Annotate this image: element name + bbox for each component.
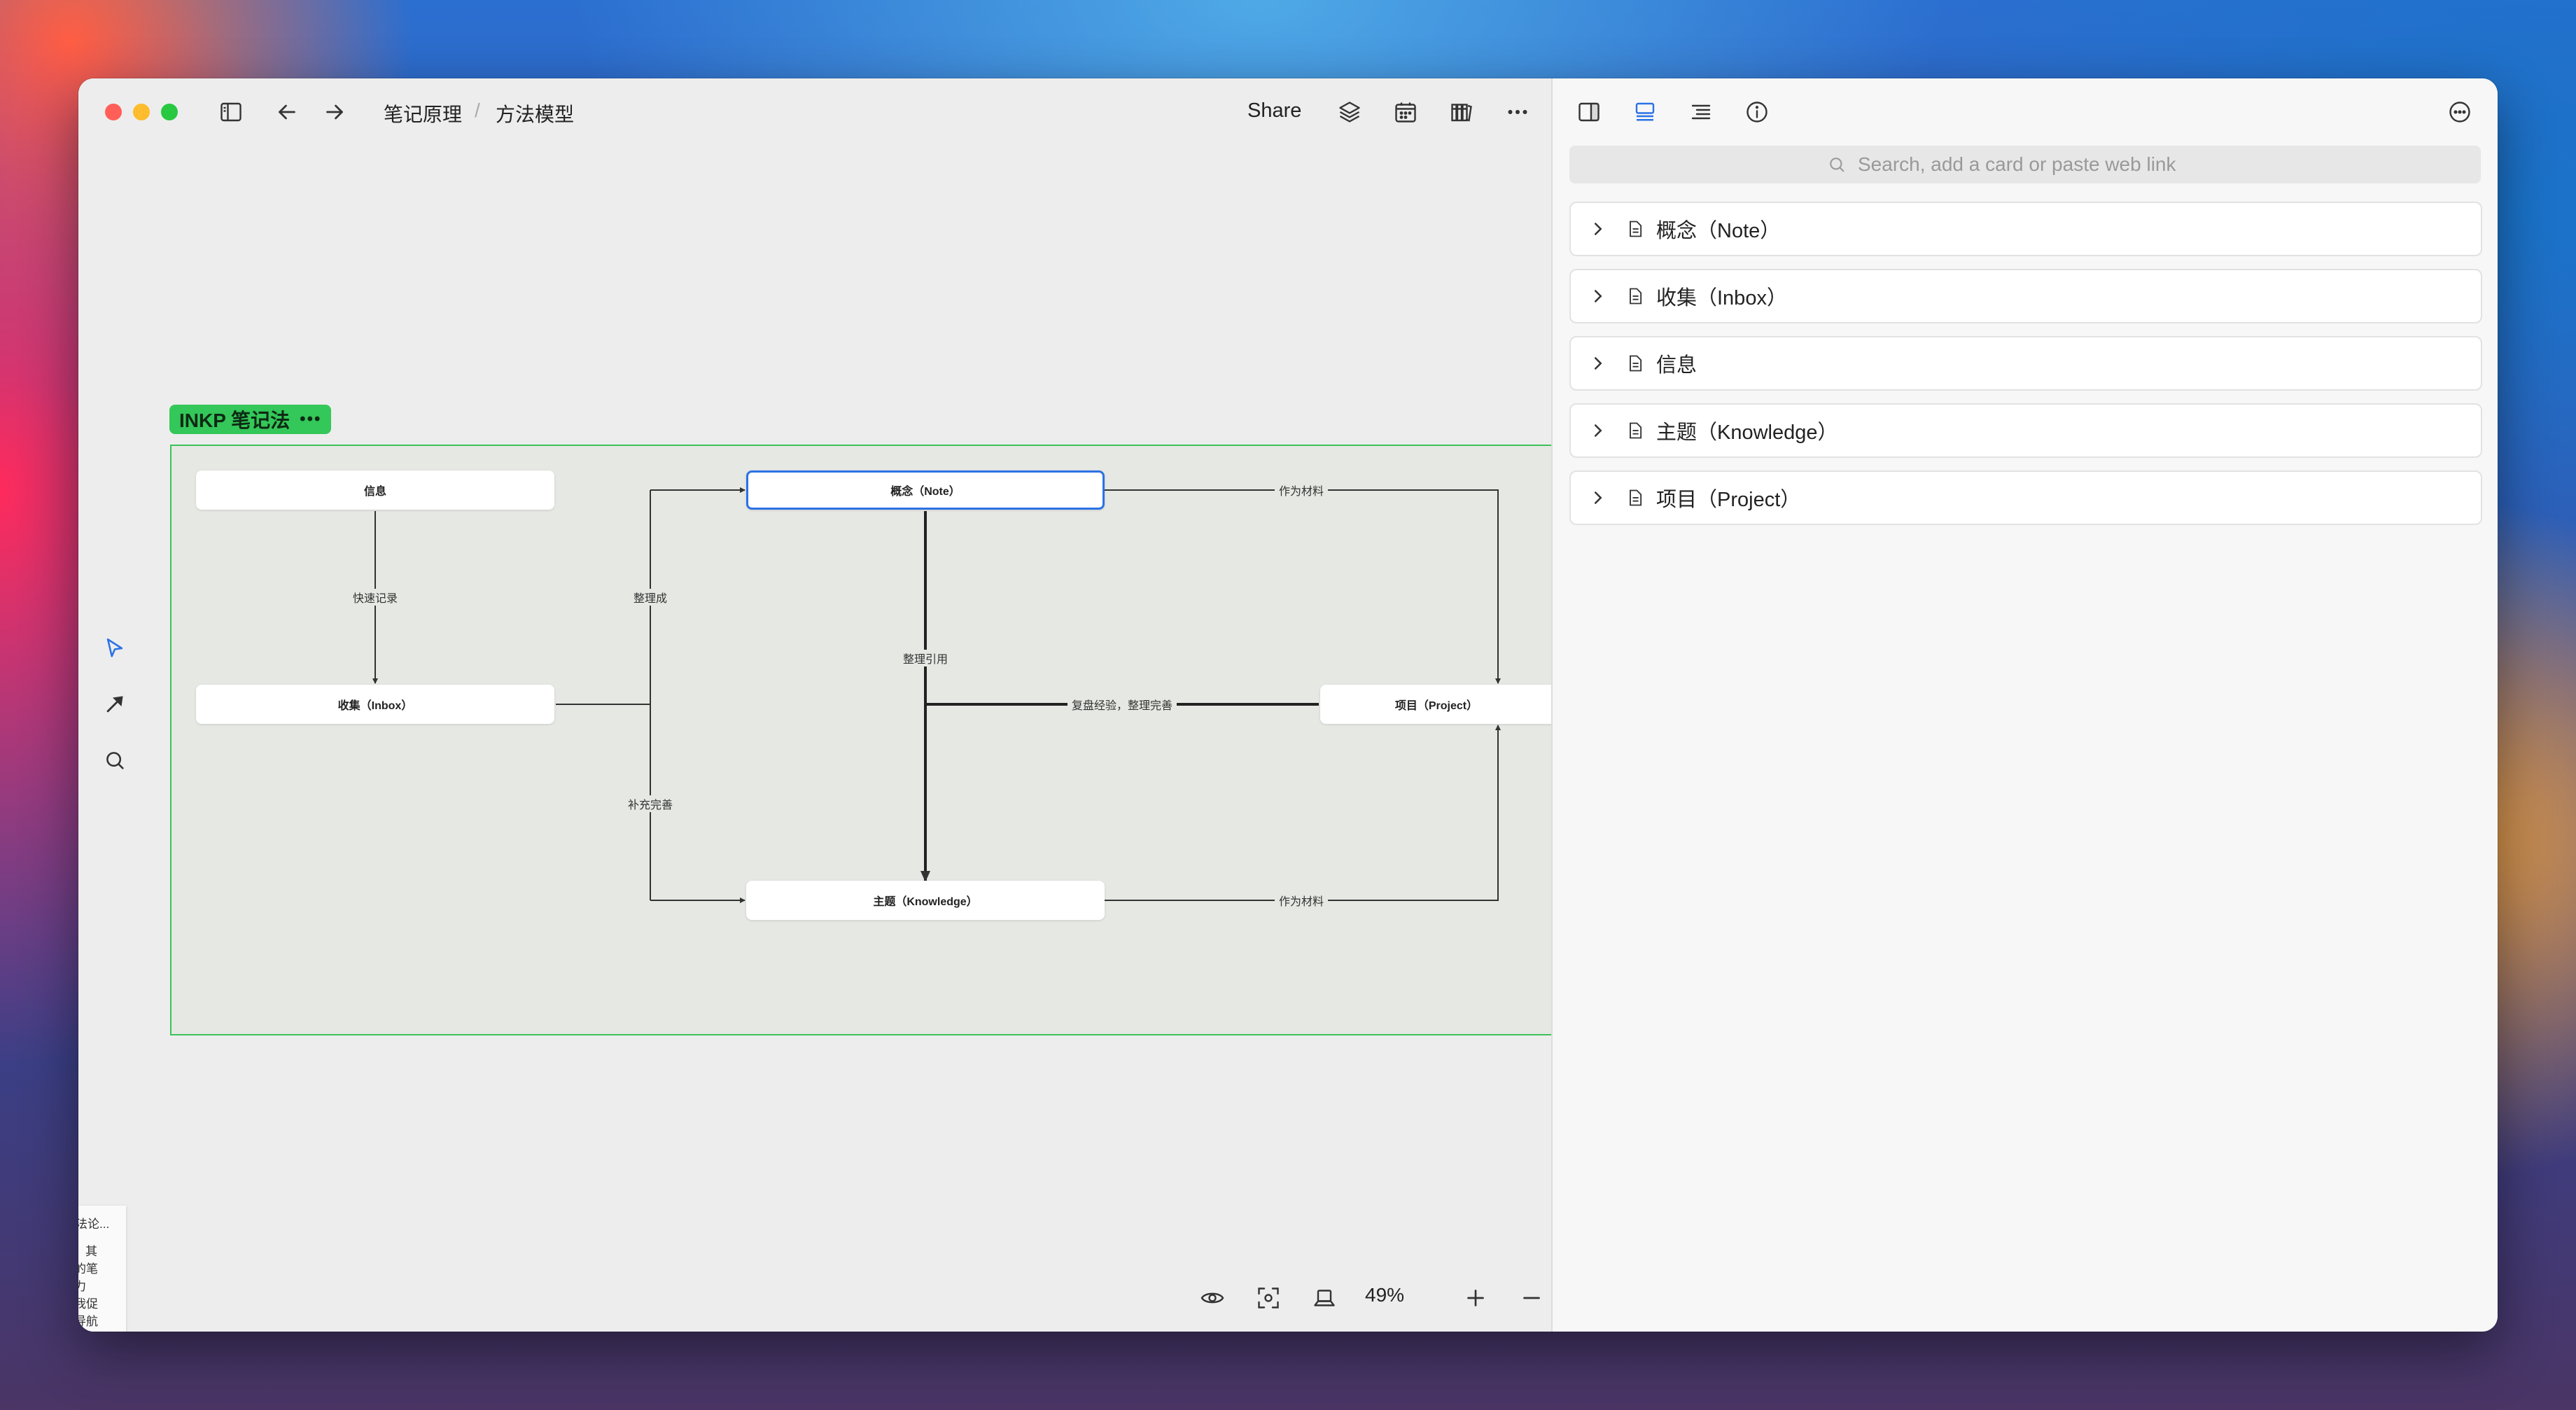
mini-card-line: 我促 bbox=[78, 1297, 98, 1311]
card-search-bar[interactable] bbox=[1569, 146, 2481, 183]
zoom-window-button[interactable] bbox=[161, 104, 178, 120]
chevron-right-icon[interactable] bbox=[1588, 487, 1609, 508]
card-title: 收集（Inbox） bbox=[1656, 287, 1787, 309]
card-title: 概念（Note） bbox=[1656, 220, 1781, 242]
layers-icon[interactable] bbox=[1336, 98, 1364, 126]
share-button[interactable]: Share bbox=[1247, 99, 1302, 122]
connector-arrow-icon[interactable] bbox=[101, 690, 129, 718]
presentation-icon[interactable] bbox=[1310, 1284, 1338, 1312]
zoom-in-icon[interactable] bbox=[1462, 1284, 1490, 1312]
info-icon[interactable] bbox=[1743, 98, 1771, 126]
breadcrumb-item-current[interactable]: 方法模型 bbox=[496, 104, 575, 125]
card-row-note[interactable]: 概念（Note） bbox=[1569, 202, 2482, 256]
breadcrumb-separator: / bbox=[475, 99, 480, 121]
mini-card-line: 的笔 bbox=[78, 1262, 98, 1276]
edge-label-organize-ref: 整理引用 bbox=[898, 650, 953, 666]
chevron-right-icon[interactable] bbox=[1588, 353, 1609, 374]
edge-label-organize-into: 整理成 bbox=[629, 589, 672, 606]
close-window-button[interactable] bbox=[105, 104, 122, 120]
edge-label-material-top: 作为材料 bbox=[1274, 482, 1329, 498]
card-row-knowledge[interactable]: 主题（Knowledge） bbox=[1569, 403, 2482, 458]
outline-view-icon[interactable] bbox=[1687, 98, 1715, 126]
chevron-right-icon[interactable] bbox=[1588, 286, 1609, 307]
card-title: 主题（Knowledge） bbox=[1656, 421, 1838, 444]
node-inbox[interactable]: 收集（Inbox） bbox=[196, 685, 554, 724]
chevron-right-icon[interactable] bbox=[1588, 218, 1609, 239]
card-title: 信息 bbox=[1656, 354, 1698, 377]
document-icon bbox=[1630, 489, 1642, 506]
node-knowledge[interactable]: 主题（Knowledge） bbox=[746, 881, 1105, 920]
zoom-out-icon[interactable] bbox=[1518, 1284, 1546, 1312]
select-pointer-icon[interactable] bbox=[101, 634, 129, 662]
node-note[interactable]: 概念（Note） bbox=[746, 470, 1105, 510]
group-frame[interactable] bbox=[170, 445, 1564, 1035]
card-row-project[interactable]: 项目（Project） bbox=[1569, 470, 2482, 525]
card-sidebar: 概念（Note） 收集（Inbox） 信息 主题（Knowledge） 项目（P… bbox=[1551, 78, 2498, 1332]
sidebar-toggle-icon[interactable] bbox=[217, 98, 245, 126]
card-row-inbox[interactable]: 收集（Inbox） bbox=[1569, 269, 2482, 323]
forward-arrow-icon[interactable] bbox=[321, 98, 349, 126]
document-icon bbox=[1630, 221, 1642, 237]
edge-label-supplement: 补充完善 bbox=[623, 795, 678, 812]
library-icon[interactable] bbox=[1448, 98, 1476, 126]
card-row-info[interactable]: 信息 bbox=[1569, 336, 2482, 391]
focus-fit-icon[interactable] bbox=[1254, 1284, 1282, 1312]
more-options-icon[interactable] bbox=[1504, 98, 1532, 126]
card-title: 项目（Project） bbox=[1656, 489, 1801, 511]
calendar-icon[interactable] bbox=[1392, 98, 1420, 126]
document-icon bbox=[1630, 288, 1642, 305]
offscreen-card[interactable]: 法论... 其 的笔 力 我促 导航 bbox=[78, 1206, 126, 1332]
edge-label-quick-record: 快速记录 bbox=[348, 589, 402, 606]
document-icon bbox=[1630, 422, 1642, 439]
document-icon bbox=[1630, 355, 1642, 372]
app-window: 笔记原理 / 方法模型 Share bbox=[78, 78, 2498, 1332]
preview-eye-icon[interactable] bbox=[1198, 1284, 1226, 1312]
node-project[interactable]: 项目（Project） bbox=[1320, 685, 1553, 724]
search-icon[interactable] bbox=[101, 746, 129, 774]
group-menu-icon[interactable]: ••• bbox=[300, 410, 322, 428]
zoom-level[interactable]: 49% bbox=[1365, 1284, 1405, 1306]
mini-card-line: 力 bbox=[78, 1280, 86, 1293]
mini-card-line: 其 bbox=[85, 1245, 97, 1258]
canvas-pane[interactable]: 笔记原理 / 方法模型 Share bbox=[78, 78, 1564, 1332]
group-title-tag[interactable]: INKP 笔记法 ••• bbox=[169, 405, 332, 434]
mini-card-line: 法论... bbox=[78, 1217, 110, 1231]
edge-label-material-bottom: 作为材料 bbox=[1274, 892, 1329, 909]
group-title: INKP 笔记法 bbox=[179, 410, 290, 431]
back-arrow-icon[interactable] bbox=[273, 98, 301, 126]
card-list-view-icon[interactable] bbox=[1631, 98, 1659, 126]
minimize-window-button[interactable] bbox=[133, 104, 150, 120]
panel-layout-icon[interactable] bbox=[1575, 98, 1603, 126]
breadcrumb-item-notes[interactable]: 笔记原理 bbox=[384, 104, 463, 125]
search-icon bbox=[1830, 158, 1844, 172]
mini-card-line: 导航 bbox=[78, 1315, 98, 1328]
sidebar-more-icon[interactable] bbox=[2446, 98, 2474, 126]
edge-label-review: 复盘经验，整理完善 bbox=[1067, 696, 1177, 713]
chevron-right-icon[interactable] bbox=[1588, 420, 1609, 441]
node-info[interactable]: 信息 bbox=[196, 470, 554, 510]
canvas-toolbar: 笔记原理 / 方法模型 Share bbox=[78, 78, 1553, 146]
card-search-input[interactable] bbox=[1856, 153, 2223, 176]
